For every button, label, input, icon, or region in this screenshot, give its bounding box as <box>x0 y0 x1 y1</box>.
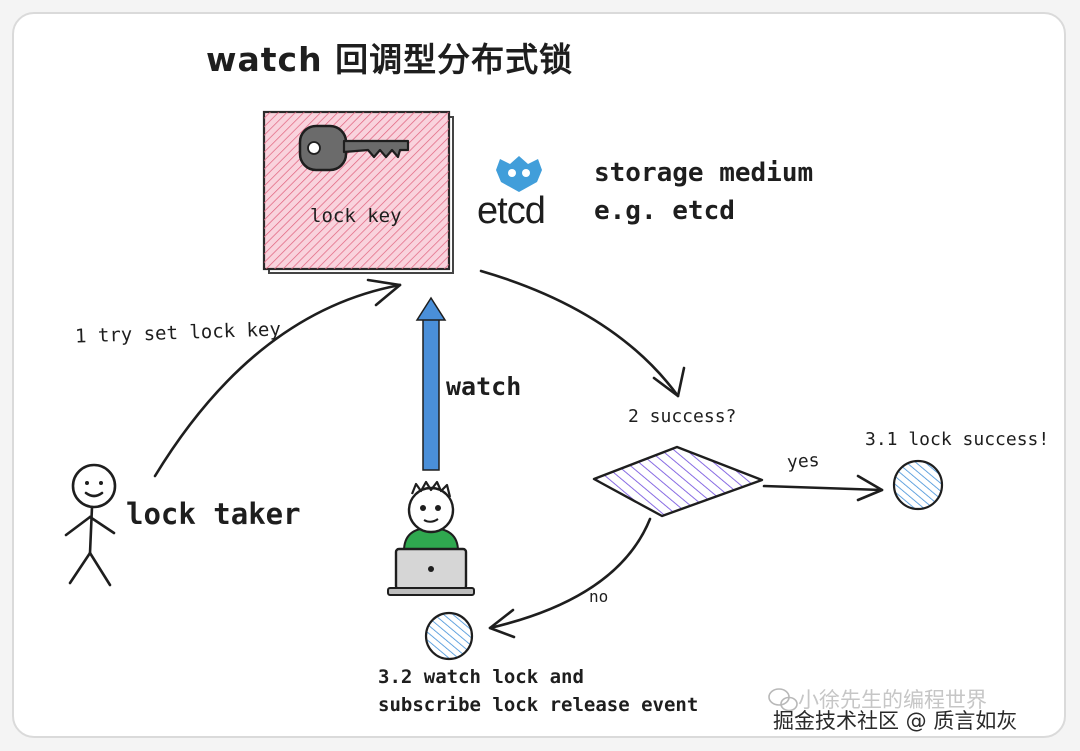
watcher-person-icon <box>387 480 475 596</box>
decision-diamond <box>592 445 764 518</box>
lock-key-label: lock key <box>310 205 402 227</box>
storage-medium-label: storage medium <box>594 158 814 188</box>
key-icon <box>298 124 410 172</box>
diagram-title: watch 回调型分布式锁 <box>206 40 574 79</box>
arrow-no <box>488 517 652 639</box>
etcd-logo <box>472 148 568 240</box>
watch-arrow <box>415 296 447 471</box>
etcd-logo-text: etcd <box>477 190 546 232</box>
no-edge-label: no <box>589 587 609 606</box>
watermark-line2: 掘金技术社区 @ 质言如灰 <box>773 709 1018 733</box>
watch-edge-label: watch <box>446 372 522 401</box>
lock-taker-figure <box>64 463 117 587</box>
arrow-yes <box>762 474 884 502</box>
watermark-line1: 小徐先生的编程世界 <box>798 688 987 712</box>
diagram-card <box>12 12 1066 738</box>
success-question-label: 2 success? <box>628 406 737 427</box>
lock-success-circle <box>892 459 944 511</box>
watch-lock-label-line1: 3.2 watch lock and <box>378 666 584 688</box>
watch-lock-circle <box>424 611 474 661</box>
yes-edge-label: yes <box>786 449 821 474</box>
arrow-to-decision <box>479 269 686 398</box>
watch-lock-label-line2: subscribe lock release event <box>378 694 699 716</box>
lock-key-box <box>262 110 454 274</box>
lock-taker-label: lock taker <box>126 497 301 531</box>
storage-example-label: e.g. etcd <box>594 196 735 226</box>
arrow-try-set <box>153 278 402 478</box>
wechat-icon <box>768 688 798 712</box>
lock-success-label: 3.1 lock success! <box>865 429 1050 450</box>
